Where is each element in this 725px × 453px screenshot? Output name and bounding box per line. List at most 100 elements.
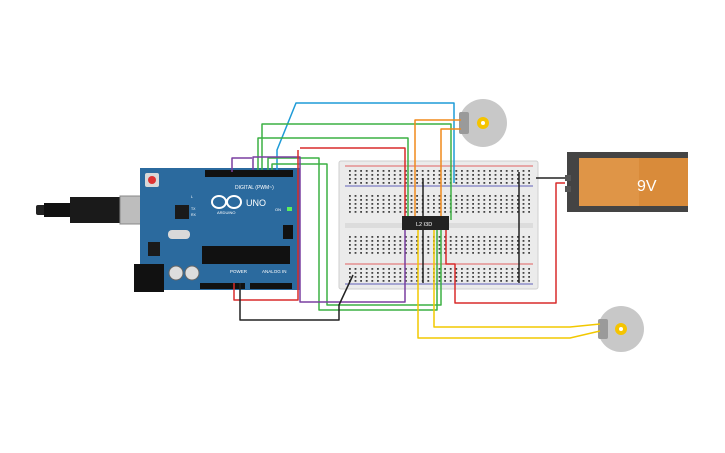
- battery-9v[interactable]: 9V: [565, 152, 688, 212]
- breadboard-hole[interactable]: [349, 236, 351, 238]
- breadboard-hole[interactable]: [472, 170, 474, 172]
- breadboard-hole[interactable]: [393, 276, 396, 278]
- breadboard-hole[interactable]: [483, 244, 486, 246]
- breadboard-hole[interactable]: [349, 248, 351, 250]
- breadboard-hole[interactable]: [472, 276, 474, 278]
- breadboard-hole[interactable]: [449, 248, 452, 250]
- breadboard-hole[interactable]: [382, 244, 385, 246]
- breadboard-hole[interactable]: [477, 170, 480, 172]
- breadboard-hole[interactable]: [382, 174, 385, 176]
- breadboard-hole[interactable]: [416, 211, 418, 213]
- breadboard-hole[interactable]: [377, 268, 379, 270]
- breadboard-hole[interactable]: [354, 236, 357, 238]
- breadboard-hole[interactable]: [505, 174, 508, 176]
- breadboard-hole[interactable]: [410, 276, 413, 278]
- breadboard-hole[interactable]: [461, 244, 463, 246]
- breadboard-hole[interactable]: [377, 236, 379, 238]
- breadboard-hole[interactable]: [388, 268, 390, 270]
- breadboard-hole[interactable]: [517, 203, 519, 205]
- breadboard-hole[interactable]: [528, 203, 530, 205]
- breadboard-hole[interactable]: [528, 170, 530, 172]
- breadboard-hole[interactable]: [410, 178, 413, 180]
- breadboard-hole[interactable]: [371, 203, 374, 205]
- breadboard-hole[interactable]: [388, 170, 390, 172]
- breadboard-hole[interactable]: [444, 244, 446, 246]
- breadboard-hole[interactable]: [449, 240, 452, 242]
- breadboard-hole[interactable]: [433, 174, 435, 176]
- breadboard-hole[interactable]: [505, 276, 508, 278]
- digital-header[interactable]: [205, 170, 293, 177]
- breadboard-hole[interactable]: [461, 207, 463, 209]
- breadboard-hole[interactable]: [483, 276, 486, 278]
- breadboard-hole[interactable]: [399, 199, 402, 201]
- breadboard-hole[interactable]: [349, 244, 351, 246]
- breadboard-hole[interactable]: [388, 248, 390, 250]
- breadboard-hole[interactable]: [455, 195, 458, 197]
- breadboard-hole[interactable]: [517, 280, 519, 282]
- breadboard-hole[interactable]: [466, 178, 469, 180]
- breadboard-hole[interactable]: [522, 280, 525, 282]
- breadboard-hole[interactable]: [461, 203, 463, 205]
- breadboard-hole[interactable]: [399, 252, 402, 254]
- breadboard-hole[interactable]: [354, 174, 357, 176]
- breadboard-hole[interactable]: [360, 276, 362, 278]
- breadboard-hole[interactable]: [522, 252, 525, 254]
- breadboard-hole[interactable]: [438, 174, 441, 176]
- breadboard-hole[interactable]: [427, 244, 430, 246]
- breadboard-hole[interactable]: [455, 170, 458, 172]
- breadboard-hole[interactable]: [461, 236, 463, 238]
- breadboard-hole[interactable]: [382, 240, 385, 242]
- breadboard-hole[interactable]: [421, 174, 424, 176]
- breadboard-hole[interactable]: [461, 182, 463, 184]
- breadboard-hole[interactable]: [410, 268, 413, 270]
- breadboard-hole[interactable]: [472, 195, 474, 197]
- breadboard-hole[interactable]: [528, 244, 530, 246]
- breadboard-hole[interactable]: [517, 276, 519, 278]
- breadboard-hole[interactable]: [382, 170, 385, 172]
- breadboard-hole[interactable]: [399, 170, 402, 172]
- breadboard-hole[interactable]: [472, 272, 474, 274]
- breadboard-hole[interactable]: [371, 236, 374, 238]
- breadboard-hole[interactable]: [466, 248, 469, 250]
- breadboard-hole[interactable]: [489, 195, 491, 197]
- breadboard-hole[interactable]: [500, 276, 502, 278]
- breadboard-hole[interactable]: [505, 195, 508, 197]
- breadboard-hole[interactable]: [472, 203, 474, 205]
- breadboard-hole[interactable]: [455, 199, 458, 201]
- breadboard-hole[interactable]: [377, 170, 379, 172]
- breadboard-hole[interactable]: [489, 268, 491, 270]
- breadboard-hole[interactable]: [410, 207, 413, 209]
- breadboard-hole[interactable]: [349, 178, 351, 180]
- breadboard-hole[interactable]: [511, 240, 514, 242]
- breadboard-hole[interactable]: [477, 195, 480, 197]
- breadboard-hole[interactable]: [522, 178, 525, 180]
- breadboard-hole[interactable]: [511, 174, 514, 176]
- breadboard-hole[interactable]: [489, 280, 491, 282]
- breadboard-hole[interactable]: [393, 236, 396, 238]
- breadboard-hole[interactable]: [427, 236, 430, 238]
- breadboard-hole[interactable]: [528, 199, 530, 201]
- breadboard-hole[interactable]: [354, 276, 357, 278]
- breadboard-hole[interactable]: [416, 280, 418, 282]
- breadboard-hole[interactable]: [393, 248, 396, 250]
- breadboard-hole[interactable]: [416, 178, 418, 180]
- breadboard-hole[interactable]: [349, 268, 351, 270]
- breadboard-hole[interactable]: [371, 252, 374, 254]
- breadboard-hole[interactable]: [489, 248, 491, 250]
- breadboard-hole[interactable]: [472, 248, 474, 250]
- breadboard-hole[interactable]: [528, 211, 530, 213]
- power-header[interactable]: [200, 283, 245, 289]
- breadboard-hole[interactable]: [416, 272, 418, 274]
- breadboard-hole[interactable]: [365, 276, 368, 278]
- breadboard-hole[interactable]: [377, 178, 379, 180]
- breadboard-hole[interactable]: [433, 203, 435, 205]
- breadboard-hole[interactable]: [511, 236, 514, 238]
- breadboard-hole[interactable]: [371, 182, 374, 184]
- breadboard-hole[interactable]: [489, 244, 491, 246]
- breadboard-hole[interactable]: [393, 240, 396, 242]
- breadboard-hole[interactable]: [517, 195, 519, 197]
- breadboard-hole[interactable]: [528, 240, 530, 242]
- breadboard-hole[interactable]: [511, 276, 514, 278]
- breadboard-hole[interactable]: [466, 280, 469, 282]
- breadboard-hole[interactable]: [377, 174, 379, 176]
